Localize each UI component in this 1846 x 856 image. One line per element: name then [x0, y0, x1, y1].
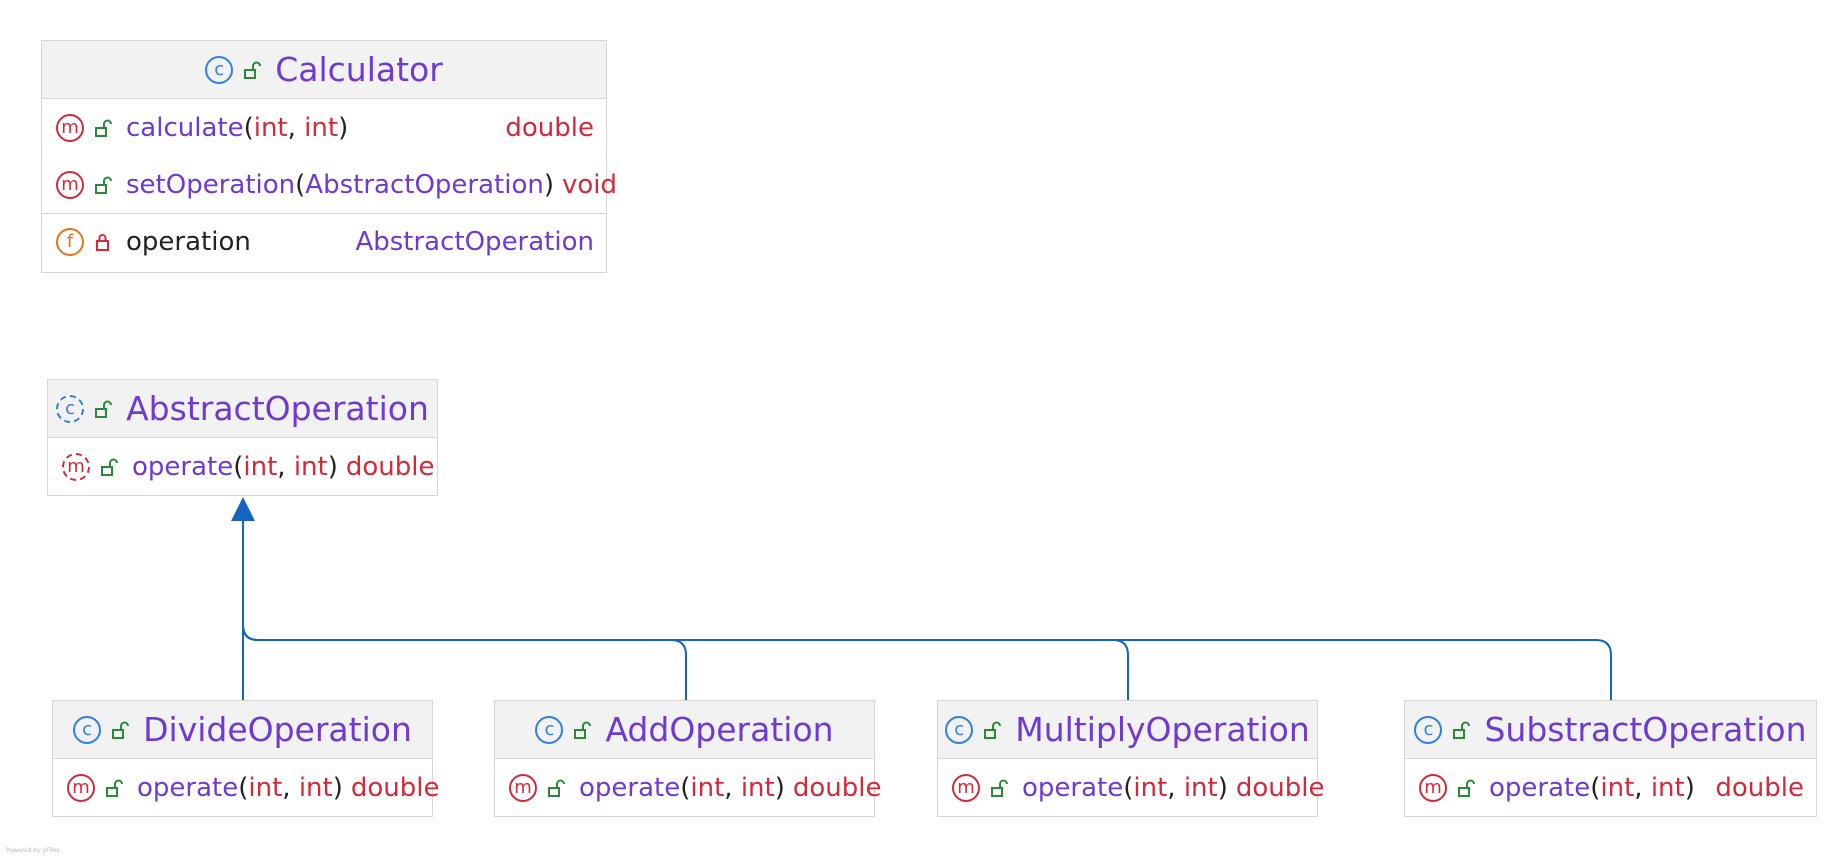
class-add-operation[interactable]: c AddOperation m operate(int, int) doubl…	[494, 700, 882, 817]
param-type: AbstractOperation	[305, 169, 544, 200]
return-type: double	[505, 112, 594, 143]
class-abstract-operation[interactable]: c AbstractOperation m operate(int, int) …	[47, 379, 438, 496]
public-icon	[548, 779, 565, 797]
edge-add-to-abstract[interactable]	[242, 520, 687, 700]
class-header: c DivideOperation	[53, 701, 432, 759]
method-icon: m	[952, 773, 980, 802]
class-name: AddOperation	[605, 710, 834, 749]
class-icon: c	[73, 715, 102, 744]
public-icon	[101, 458, 118, 476]
class-header: c AddOperation	[495, 701, 874, 759]
method-name: operate	[579, 772, 681, 803]
class-name: DivideOperation	[143, 710, 412, 749]
field-row-operation[interactable]: f operation AbstractOperation	[42, 213, 606, 270]
return-type: double	[1715, 772, 1804, 803]
class-name: AbstractOperation	[126, 389, 429, 428]
class-calculator[interactable]: c Calculator m calculate(int, int) doubl…	[41, 40, 617, 273]
class-name: MultiplyOperation	[1015, 710, 1310, 749]
class-icon: c	[945, 715, 974, 744]
param-type: int	[1650, 772, 1685, 803]
method-row-operate[interactable]: m operate(int, int) double	[53, 759, 440, 816]
public-icon	[991, 779, 1008, 797]
param-type: int	[1133, 772, 1168, 803]
method-signature: calculate(int, int)	[126, 112, 349, 143]
method-signature: operate(int, int)	[132, 451, 338, 482]
method-icon: m	[56, 170, 84, 199]
powered-by-credit: Powered by yFiles	[6, 847, 60, 854]
public-icon	[244, 61, 262, 79]
method-name: operate	[1022, 772, 1124, 803]
public-icon	[95, 119, 112, 137]
edge-substract-to-abstract[interactable]	[242, 520, 1612, 700]
class-name: SubstractOperation	[1484, 710, 1807, 749]
method-signature: operate(int, int)	[1489, 772, 1695, 803]
param-type: int	[243, 451, 278, 482]
param-type: int	[304, 112, 339, 143]
method-icon: m	[509, 773, 537, 802]
param-type: int	[253, 112, 288, 143]
return-type: double	[345, 451, 435, 482]
param-type: int	[740, 772, 775, 803]
method-signature: operate(int, int)	[579, 772, 785, 803]
public-icon	[112, 721, 130, 739]
class-multiply-operation[interactable]: c MultiplyOperation m operate(int, int) …	[937, 700, 1325, 817]
class-header: c MultiplyOperation	[938, 701, 1317, 759]
method-icon: m	[56, 113, 84, 142]
class-header: c Calculator	[42, 41, 606, 99]
method-row-setoperation[interactable]: m setOperation(AbstractOperation) void	[42, 156, 617, 213]
public-icon	[1453, 721, 1471, 739]
method-name: setOperation	[126, 169, 296, 200]
class-substract-operation[interactable]: c SubstractOperation m operate(int, int)…	[1404, 700, 1817, 817]
class-icon: c	[1414, 715, 1443, 744]
param-type: int	[1183, 772, 1218, 803]
field-name: operation	[126, 227, 251, 257]
private-lock-icon	[96, 234, 109, 251]
method-signature: operate(int, int)	[1022, 772, 1228, 803]
class-header: c SubstractOperation	[1405, 701, 1816, 759]
method-row-calculate[interactable]: m calculate(int, int) double	[42, 99, 606, 156]
return-type: double	[1235, 772, 1325, 803]
class-header: c AbstractOperation	[48, 380, 437, 438]
public-icon	[106, 779, 123, 797]
return-type: double	[350, 772, 440, 803]
abstract-class-icon: c	[56, 394, 85, 423]
method-name: calculate	[126, 112, 244, 143]
method-row-operate[interactable]: m operate(int, int) double	[48, 438, 437, 495]
method-name: operate	[137, 772, 239, 803]
public-icon	[574, 721, 592, 739]
method-row-operate[interactable]: m operate(int, int) double	[495, 759, 882, 816]
public-icon	[95, 400, 113, 418]
method-row-operate[interactable]: m operate(int, int) double	[1405, 759, 1816, 816]
class-icon: c	[205, 55, 234, 84]
class-divide-operation[interactable]: c DivideOperation m operate(int, int) do…	[52, 700, 440, 817]
method-signature: setOperation(AbstractOperation)	[126, 169, 554, 200]
public-icon	[984, 721, 1002, 739]
param-type: int	[293, 451, 328, 482]
return-type: void	[562, 169, 618, 200]
field-icon: f	[56, 228, 84, 256]
method-icon: m	[67, 773, 95, 802]
inheritance-arrowhead	[231, 497, 255, 521]
param-type: int	[1600, 772, 1635, 803]
return-type: double	[792, 772, 882, 803]
param-type: int	[690, 772, 725, 803]
method-icon: m	[1419, 773, 1447, 802]
public-icon	[95, 176, 112, 194]
param-type: int	[298, 772, 333, 803]
field-type: AbstractOperation	[355, 227, 594, 257]
method-name: operate	[132, 451, 234, 482]
param-type: int	[248, 772, 283, 803]
class-name: Calculator	[275, 50, 443, 89]
method-row-operate[interactable]: m operate(int, int) double	[938, 759, 1325, 816]
class-icon: c	[535, 715, 564, 744]
method-name: operate	[1489, 772, 1591, 803]
method-signature: operate(int, int)	[137, 772, 343, 803]
public-icon	[1458, 779, 1475, 797]
abstract-method-icon: m	[62, 452, 90, 481]
